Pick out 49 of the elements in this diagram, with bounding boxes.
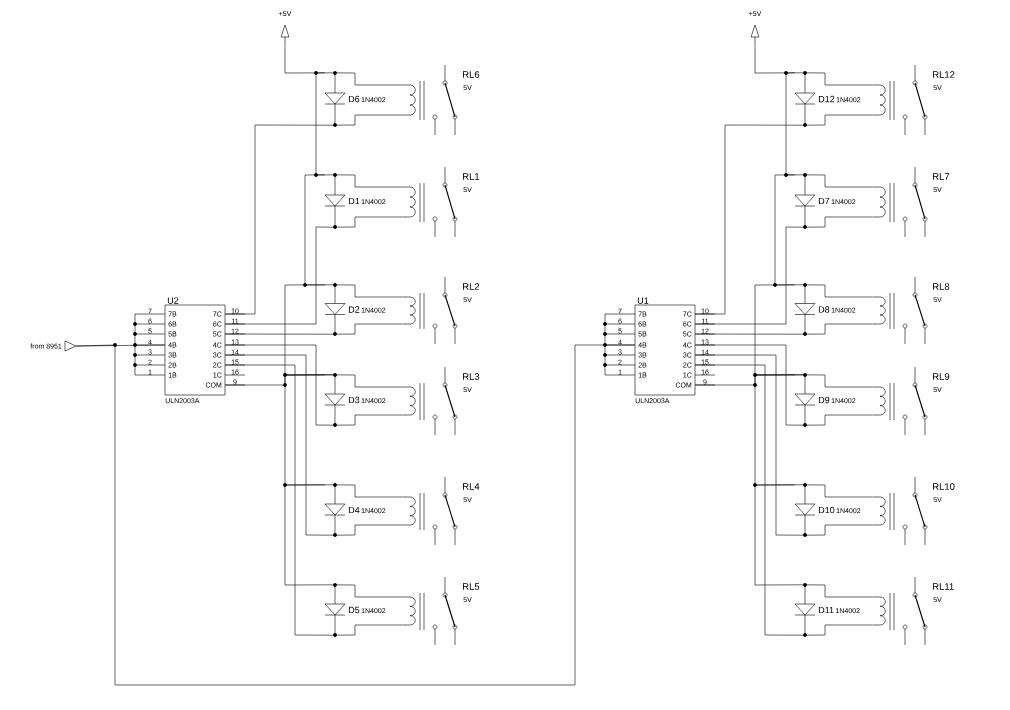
wire [334,584,404,598]
wire [804,584,874,598]
wire [75,344,635,686]
wire [334,72,404,86]
wire [334,114,404,126]
wire [785,72,806,176]
wire [754,484,806,586]
wire [225,124,336,315]
wire [304,174,336,286]
wire [334,323,404,335]
wire [695,124,806,315]
wire [225,354,336,536]
wire [774,174,806,286]
wire [334,624,404,636]
wire [804,114,874,126]
wire [804,72,874,86]
wire [334,216,404,228]
wire [334,524,404,536]
wire [804,484,874,498]
wire [225,344,336,426]
wire [225,333,336,335]
wire [695,226,806,325]
wire [695,364,806,636]
wire [804,174,874,188]
wire [695,344,806,426]
wire [225,226,336,325]
wire [754,45,806,74]
wire [334,174,404,188]
wire [225,364,336,636]
node-label: U1 [637,297,649,304]
wire [804,414,874,426]
wire [695,354,806,536]
wire [334,414,404,426]
wire [315,72,336,176]
wire [804,524,874,536]
wire [284,484,336,586]
wire [804,624,874,636]
node-label: U2 [167,297,179,304]
wire [695,374,806,386]
wire [695,333,806,335]
wire [804,374,874,388]
wire [334,374,404,388]
wire [804,216,874,228]
wire [225,374,336,386]
wire [334,484,404,498]
wire [334,284,404,298]
wire [284,45,336,74]
wire [804,284,874,298]
wire [804,323,874,335]
